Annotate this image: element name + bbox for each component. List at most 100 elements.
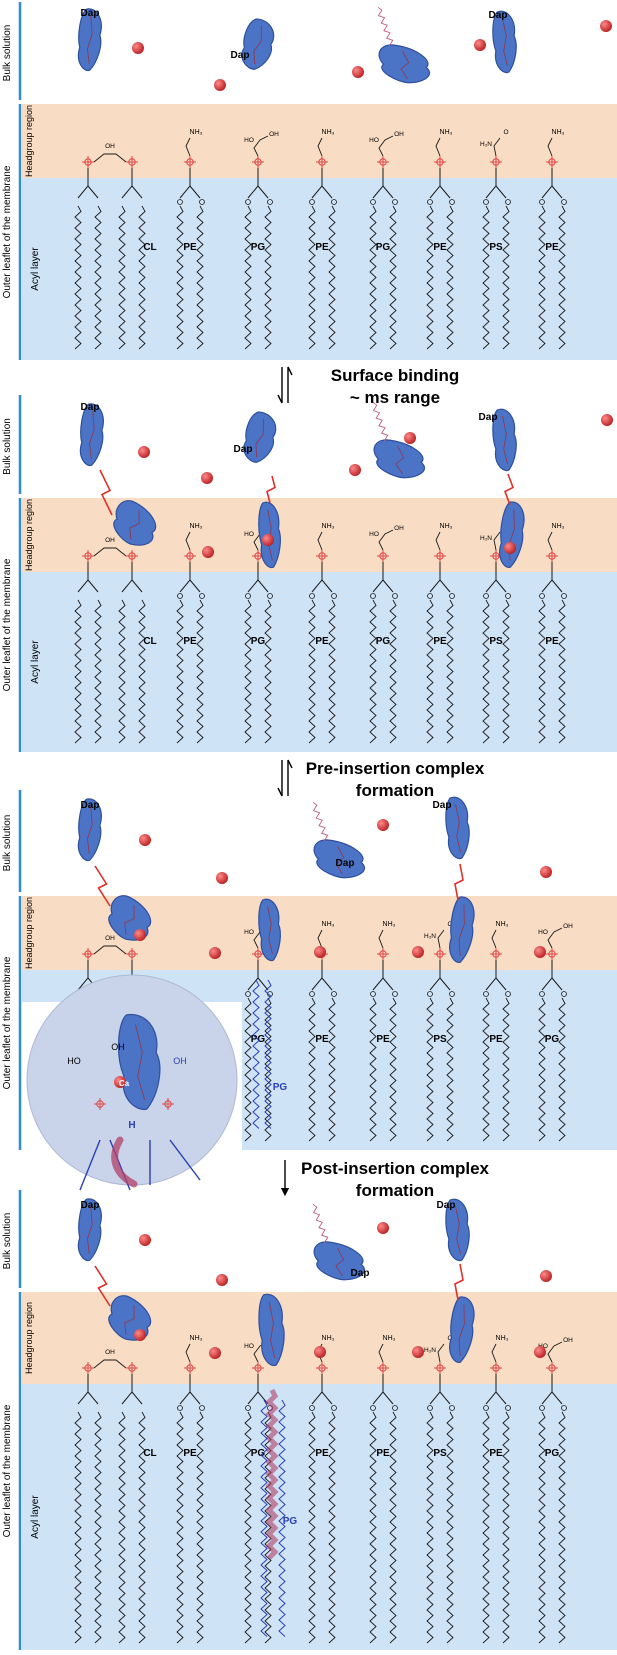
cl-bridge <box>93 547 127 557</box>
ester-oxygen <box>505 991 511 997</box>
dap-peptide <box>445 1198 470 1262</box>
dap-label: Dap <box>231 50 250 61</box>
lipid-glycerol <box>429 562 451 593</box>
ester-oxygen <box>427 991 433 997</box>
acyl-chain <box>446 599 454 744</box>
lipid-label: PG <box>251 636 266 647</box>
dap-label: Dap <box>81 402 100 413</box>
ester-oxygen <box>561 1405 567 1411</box>
acyl-chain <box>369 599 377 744</box>
amine-label: NH₃ <box>383 1335 396 1342</box>
acyl-chain <box>308 205 316 350</box>
dap-bound <box>108 1295 152 1341</box>
calcium-ion <box>214 79 226 91</box>
hydroxyl-label: HO <box>538 1343 548 1350</box>
forward-arrow-head <box>277 394 283 404</box>
lipid-glycerol <box>485 562 507 593</box>
calcium-ion <box>216 872 228 884</box>
acyl-chain <box>502 997 510 1142</box>
acyl-chain <box>482 997 490 1142</box>
lipid-glycerol <box>429 168 451 199</box>
hydroxyl-label: HO <box>538 929 548 936</box>
dap-bound <box>258 898 281 962</box>
carboxyl-label: O <box>447 1335 452 1342</box>
hydroxyl-label: OH <box>563 923 573 930</box>
lipid-label: PS <box>433 1034 447 1045</box>
ester-oxygen <box>267 593 273 599</box>
acyl-chain <box>74 205 82 350</box>
ethanolamine <box>185 137 191 157</box>
dap-label: Dap <box>437 1200 456 1211</box>
lipid-glycerol <box>247 960 269 991</box>
dap-backbone <box>458 904 465 956</box>
lipid-glycerol <box>541 960 563 991</box>
ester-oxygen <box>561 593 567 599</box>
amine-label: NH₃ <box>552 129 565 136</box>
ester-oxygen <box>370 991 376 997</box>
bulk-solution-label: Bulk solution <box>2 1213 13 1270</box>
lipid-label: PS <box>433 1448 447 1459</box>
calcium-ion <box>201 472 213 484</box>
serine-head <box>437 1343 445 1363</box>
acyl-chain <box>328 599 336 744</box>
ethanolamine <box>185 531 191 551</box>
lipid-phosphate <box>434 1362 446 1374</box>
acyl-chain <box>482 205 490 350</box>
ethanolamine <box>378 1343 384 1363</box>
acyl-chain <box>502 1411 510 1644</box>
calcium-ion <box>534 946 546 958</box>
acyl-chain <box>389 997 397 1142</box>
cl-phosphate <box>82 1362 94 1374</box>
ester-oxygen <box>449 1405 455 1411</box>
ester-oxygen <box>539 199 545 205</box>
amine-label: NH₃ <box>440 523 453 530</box>
lipid-glycerol <box>311 960 333 991</box>
lipid-phosphate <box>316 156 328 168</box>
bulk-solution-label: Bulk solution <box>2 815 13 872</box>
inset-h-label: H <box>128 1120 135 1131</box>
acyl-chain <box>369 205 377 350</box>
dap-backbone <box>335 1247 345 1277</box>
acyl-chain <box>502 205 510 350</box>
acyl-chain <box>558 997 566 1142</box>
lipid-phosphate <box>434 156 446 168</box>
amine-label: NH₃ <box>322 921 335 928</box>
acyl-chain <box>244 1411 252 1644</box>
lipid-label: PE <box>433 242 447 253</box>
lipid-glycerol <box>311 168 333 199</box>
acyl-chain <box>369 997 377 1142</box>
lipid-label: CL <box>143 1448 156 1459</box>
lipid-label: PE <box>315 636 329 647</box>
inset-insertion-arrow <box>111 1136 138 1188</box>
lipid-label: PG <box>545 1034 560 1045</box>
dap-backbone <box>87 805 93 855</box>
dap-backbone <box>124 1305 135 1335</box>
serine-head <box>437 929 445 949</box>
acyl-chain <box>94 1411 102 1644</box>
acyl-chain <box>426 997 434 1142</box>
amine-label: H₂N <box>424 1347 436 1354</box>
calcium-ion <box>540 866 552 878</box>
ethanolamine <box>547 531 553 551</box>
calcium-ion <box>404 432 416 444</box>
lipid-ps: H₂N O PS <box>424 1335 455 1644</box>
pre-insertion-bolt <box>454 863 464 901</box>
transition-title: Pre-insertion complex <box>306 759 485 778</box>
amine-label: NH₃ <box>190 129 203 136</box>
inserted-pg-label: PG <box>283 1516 298 1527</box>
acyl-chain <box>74 599 82 744</box>
lipid-phosphate <box>252 948 264 960</box>
lipid-glycerol <box>372 562 394 593</box>
acyl-region <box>22 572 617 752</box>
hydroxyl-label: HO <box>369 137 379 144</box>
dap-peptide <box>79 403 104 467</box>
headgroup-label: Headgroup region <box>24 1302 34 1374</box>
